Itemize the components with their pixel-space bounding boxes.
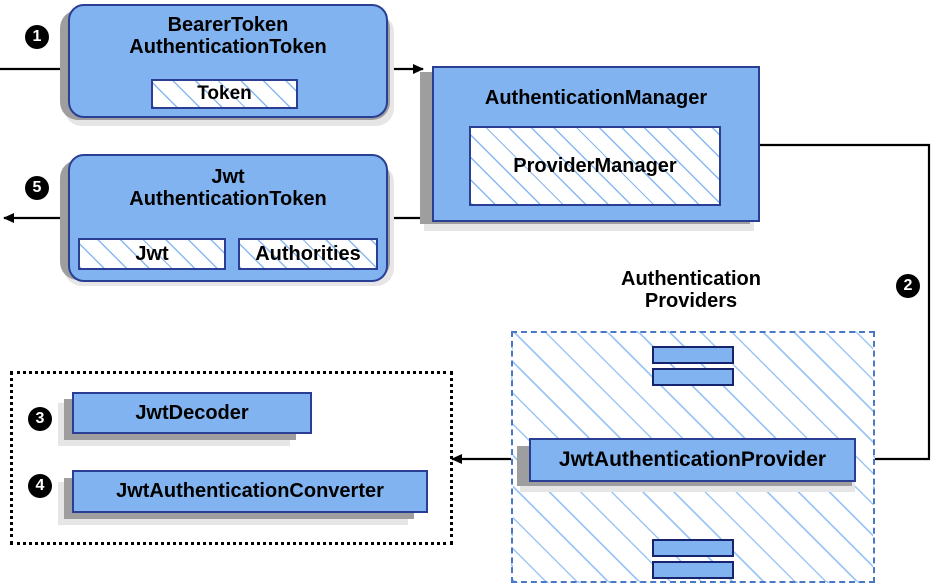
provider-stub-bar-top-2 <box>652 368 734 386</box>
provider-stub-bar-bottom-2 <box>652 561 734 579</box>
jwt-token-title: Jwt AuthenticationToken <box>129 166 327 211</box>
step-4-badge: 4 <box>28 474 52 498</box>
step-5-badge: 5 <box>25 176 49 200</box>
jwt-authentication-provider-label: JwtAuthenticationProvider <box>558 448 827 472</box>
jwt-decoder-node[interactable]: JwtDecoder <box>72 392 312 434</box>
authentication-manager-title: AuthenticationManager <box>484 87 708 109</box>
provider-manager-inner-box: ProviderManager <box>469 126 721 206</box>
token-inner-box: Token <box>151 79 298 109</box>
bearer-token-title: BearerToken AuthenticationToken <box>129 14 327 59</box>
jwt-support-components-area <box>10 371 453 545</box>
bearer-token-authentication-token-node[interactable]: BearerToken AuthenticationToken <box>68 4 388 118</box>
authentication-providers-caption: Authentication Providers <box>621 268 761 312</box>
jwt-authentication-converter-node[interactable]: JwtAuthenticationConverter <box>72 470 428 513</box>
step-2-badge: 2 <box>896 274 920 298</box>
jwt-decoder-label: JwtDecoder <box>135 401 249 424</box>
provider-stub-bar-bottom-1 <box>652 539 734 557</box>
provider-stub-bar-top-1 <box>652 346 734 364</box>
jwt-inner-box: Jwt <box>78 238 226 270</box>
step-1-badge: 1 <box>25 25 49 49</box>
step-3-badge: 3 <box>28 407 52 431</box>
jwt-authentication-converter-label: JwtAuthenticationConverter <box>116 480 384 503</box>
jwt-authentication-provider-node[interactable]: JwtAuthenticationProvider <box>529 438 856 482</box>
authorities-inner-box: Authorities <box>238 238 378 270</box>
